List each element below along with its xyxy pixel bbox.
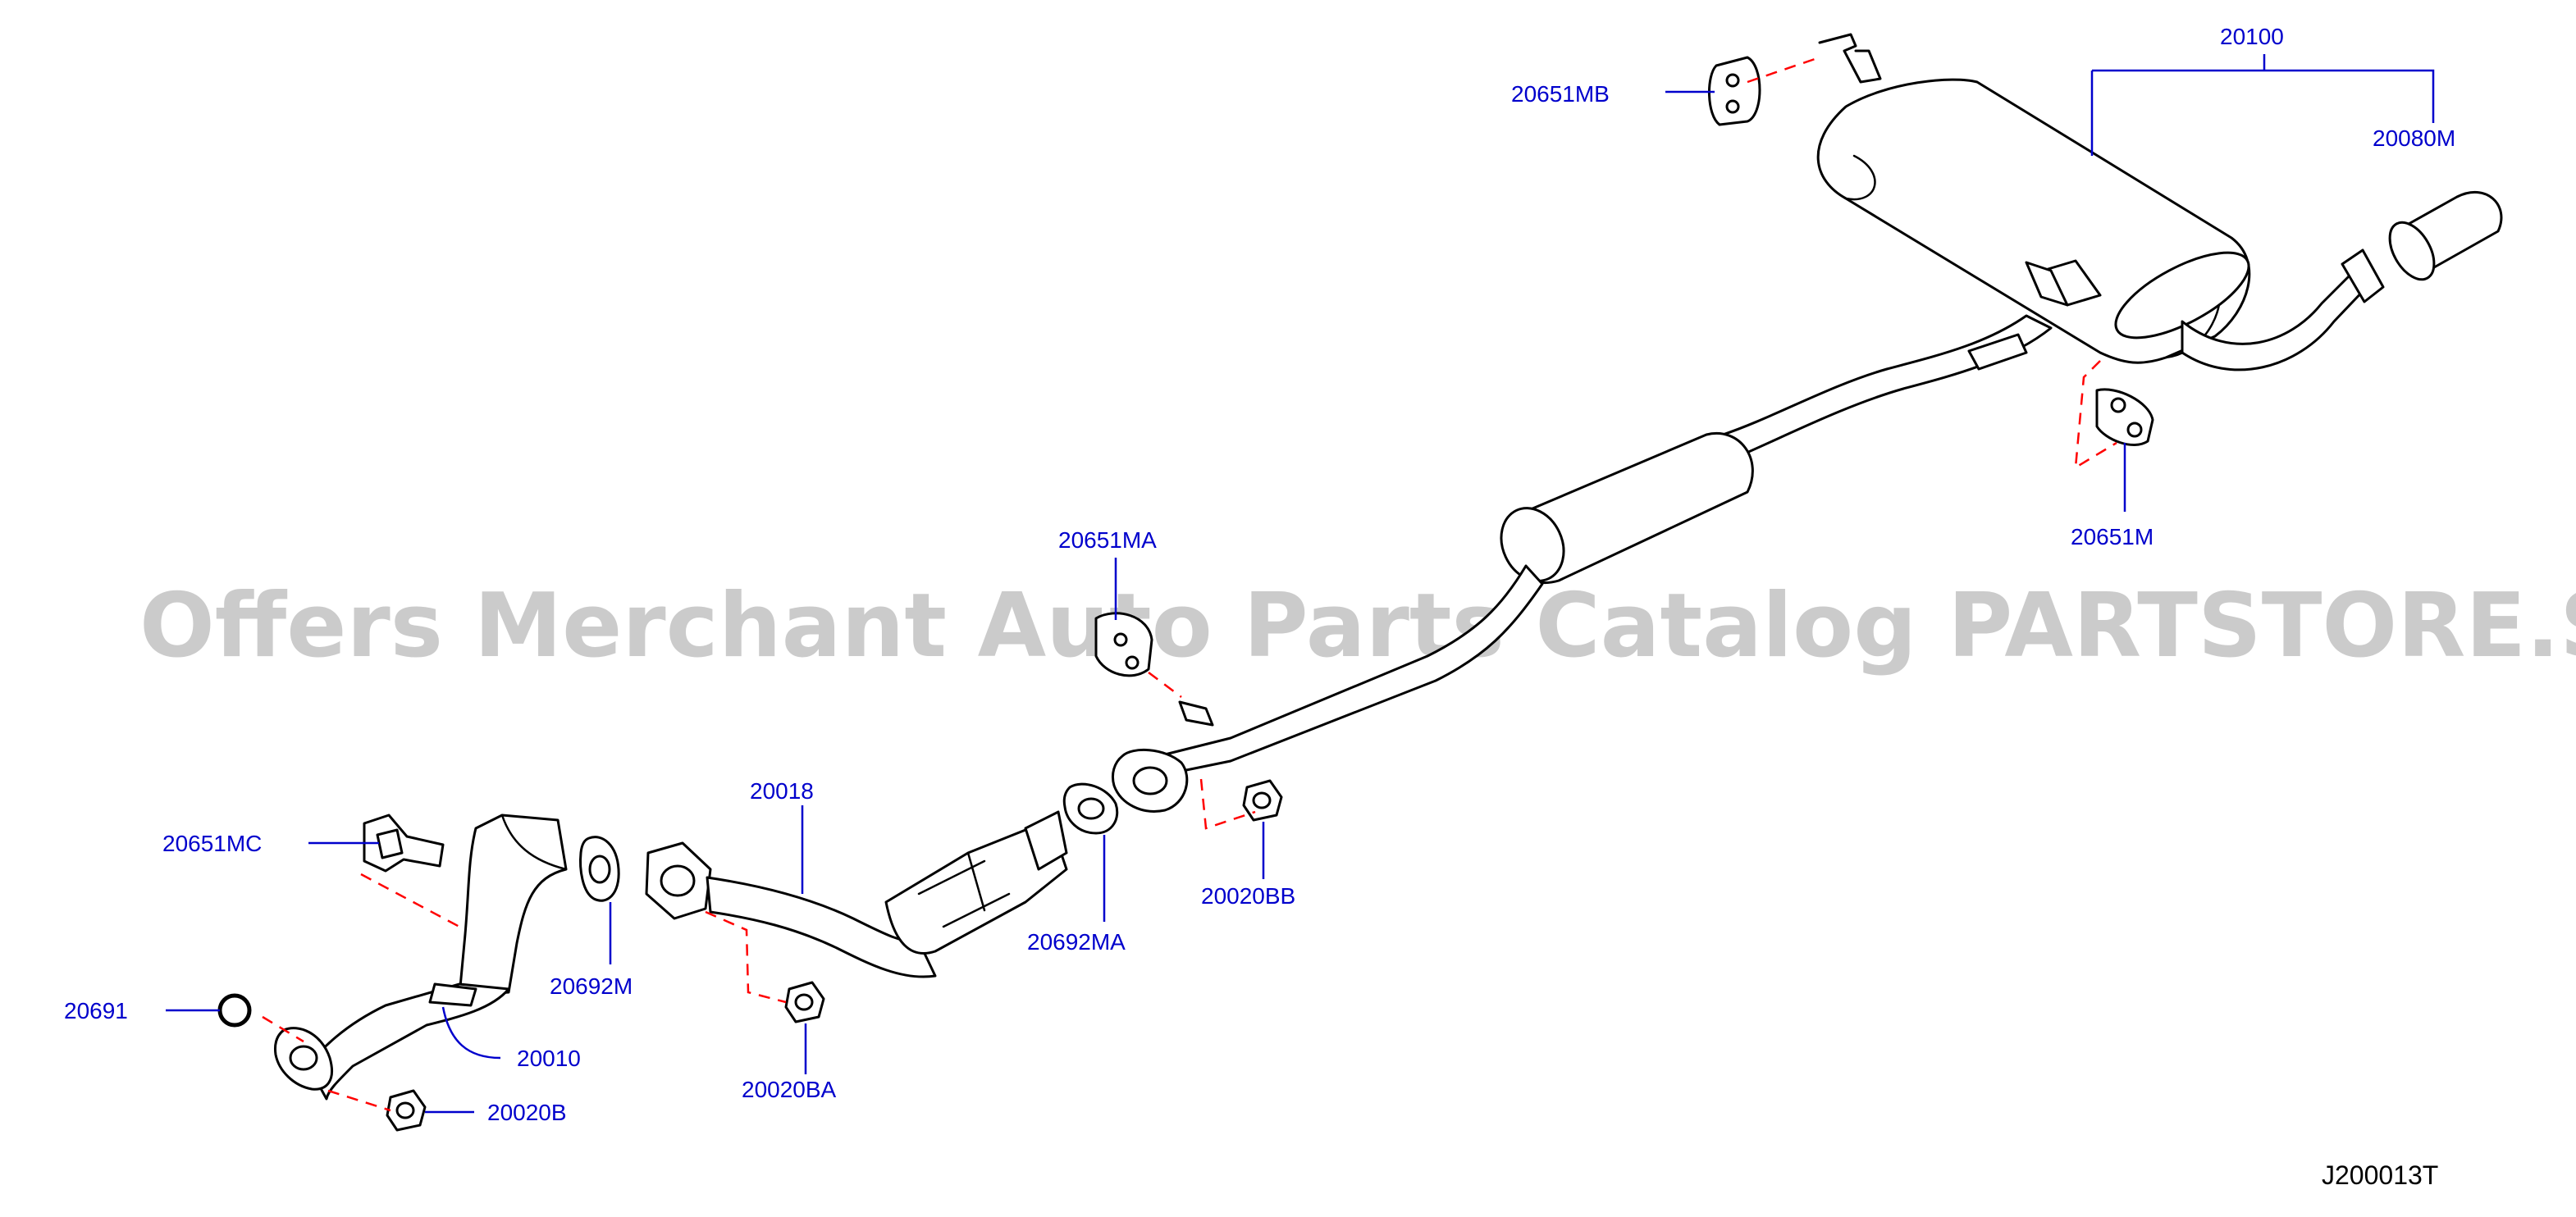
label-20651MB[interactable]: 20651MB [1511,81,1610,107]
diagram-code: J200013T [2322,1160,2438,1190]
label-20100[interactable]: 20100 [2220,24,2284,49]
label-20651MA[interactable]: 20651MA [1058,527,1157,553]
hanger-20651M-drawing[interactable] [2095,388,2154,446]
hanger-20651MA-drawing[interactable] [1094,612,1153,677]
label-20080M[interactable]: 20080M [2373,125,2455,151]
hanger-20651MC-drawing[interactable] [363,814,445,873]
main-muffler-drawing[interactable] [1816,33,2385,371]
label-20692MA[interactable]: 20692MA [1027,929,1126,955]
nut-20020BB-drawing[interactable] [1242,779,1283,822]
label-20692M[interactable]: 20692M [550,973,633,999]
label-20020B[interactable]: 20020B [487,1100,567,1125]
center-pipe-drawing[interactable] [1111,314,2053,813]
label-20020BA[interactable]: 20020BA [742,1077,837,1102]
gasket-20692MA-drawing[interactable] [1062,782,1119,835]
alignment-lines [262,56,2117,1112]
label-20020BB[interactable]: 20020BB [1201,883,1295,909]
watermark-text: Offers Merchant Auto Parts Catalog PARTS… [139,575,2576,677]
tail-finisher-drawing[interactable] [2381,190,2503,287]
front-tube-drawing[interactable] [274,814,568,1101]
label-20651M[interactable]: 20651M [2071,524,2154,549]
part-labels: 20100 20080M 20651MB 20651M 20651MA 2065… [64,24,2455,1125]
catalytic-converter-drawing[interactable] [645,810,1068,978]
label-20010[interactable]: 20010 [517,1046,581,1071]
label-20018[interactable]: 20018 [750,778,814,804]
gasket-20692M-drawing[interactable] [579,836,620,902]
label-20651MC[interactable]: 20651MC [162,831,262,856]
oring-20691-drawing[interactable] [217,993,252,1028]
nut-20020B-drawing[interactable] [386,1089,427,1132]
nut-20020BA-drawing[interactable] [784,981,825,1023]
label-20691[interactable]: 20691 [64,998,128,1023]
leader-lines [166,54,2435,1114]
hanger-20651MB-drawing[interactable] [1708,56,1761,126]
